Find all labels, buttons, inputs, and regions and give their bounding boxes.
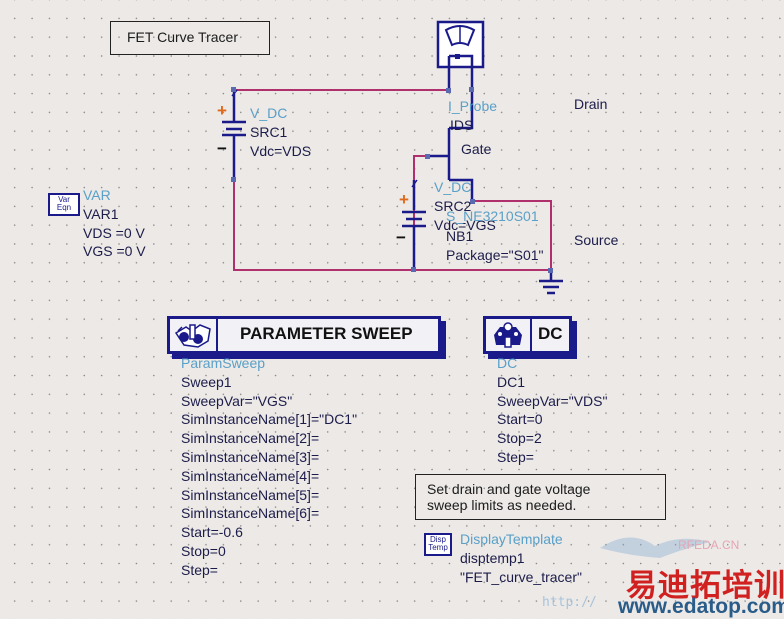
- src1-plus: +: [217, 101, 227, 120]
- dc-sim-line: DC1: [497, 373, 526, 390]
- pin-label-source: Source: [574, 232, 619, 248]
- transistor-model: S_NE3210S01: [446, 208, 539, 224]
- param-sweep-title: PARAMETER SWEEP: [240, 324, 413, 343]
- dc-sim-type: DC: [497, 355, 518, 371]
- dc-icon: [486, 319, 532, 351]
- src2-minus: −: [396, 228, 406, 247]
- transistor-symbol: [427, 128, 474, 201]
- dc-sim-header[interactable]: DC: [483, 316, 572, 354]
- param-sweep-line: Sweep1: [181, 373, 232, 390]
- sweep-icon: [170, 319, 218, 351]
- dc-sim-line: Start=0: [497, 411, 543, 428]
- src1-name: SRC1: [250, 123, 288, 140]
- transistor-param: Package="S01": [446, 247, 544, 263]
- param-sweep-line: SimInstanceName[5]=: [181, 486, 320, 503]
- wire-src1-bottom-to-ground: [233, 180, 551, 271]
- var-type: VAR: [83, 187, 111, 203]
- display-template-value: "FET_curve_tracer": [460, 568, 582, 585]
- param-sweep-line: SimInstanceName[3]=: [181, 448, 320, 465]
- dc-sim-line: Step=: [497, 448, 534, 465]
- probe-type: I_Probe: [448, 98, 498, 114]
- param-sweep-line: Step=: [181, 561, 218, 578]
- display-template-type: DisplayTemplate: [460, 531, 563, 547]
- disp-temp-icon[interactable]: Disp Temp: [424, 533, 452, 556]
- src2-param: Vdc=VGS: [434, 216, 496, 233]
- param-sweep-props[interactable]: ParamSweep Sweep1 SweepVar="VGS" SimInst…: [181, 354, 357, 580]
- var-line-vgs: VGS =0 V: [83, 243, 146, 260]
- param-sweep-header[interactable]: PARAMETER SWEEP: [167, 316, 441, 354]
- ground-symbol: [539, 270, 563, 295]
- dc-sim-line: SweepVar="VDS": [497, 392, 608, 409]
- probe-name[interactable]: IDS: [450, 117, 474, 133]
- var-eqn-icon[interactable]: Var Eqn: [48, 193, 80, 216]
- transistor-name[interactable]: NB1: [446, 228, 474, 244]
- pin-label-gate: Gate: [461, 141, 492, 157]
- param-sweep-line: Stop=0: [181, 542, 226, 559]
- note-line-1: Set drain and gate voltage: [427, 481, 591, 497]
- note-box[interactable]: Set drain and gate voltage sweep limits …: [415, 474, 666, 520]
- param-sweep-line: Start=-0.6: [181, 524, 243, 541]
- src2-name: SRC2: [434, 197, 472, 214]
- dc-sim-title: DC: [538, 324, 563, 343]
- display-template-label[interactable]: DisplayTemplate disptemp1 "FET_curve_tra…: [460, 530, 582, 586]
- param-sweep-line: SimInstanceName[4]=: [181, 467, 320, 484]
- title-box[interactable]: FET Curve Tracer: [110, 21, 270, 55]
- param-sweep-line: SimInstanceName[6]=: [181, 505, 320, 522]
- pin-label-drain: Drain: [574, 96, 608, 112]
- src1-symbol: [222, 89, 246, 180]
- src2-plus: +: [399, 190, 409, 209]
- param-sweep-line: SweepVar="VGS": [181, 392, 293, 409]
- src1-type: V_DC: [250, 105, 288, 121]
- dc-sim-props[interactable]: DC DC1 SweepVar="VDS" Start=0 Stop=2 Ste…: [497, 354, 607, 467]
- src2-label[interactable]: V_DC SRC2 Vdc=VGS: [434, 178, 496, 234]
- title-text: FET Curve Tracer: [127, 29, 238, 45]
- src2-type: V_DC: [434, 179, 472, 195]
- src1-minus: −: [217, 139, 227, 158]
- var-block-label[interactable]: VAR VAR1 VDS =0 V VGS =0 V: [83, 186, 146, 261]
- param-sweep-line: SimInstanceName[2]=: [181, 430, 320, 447]
- note-line-2: sweep limits as needed.: [427, 497, 577, 513]
- dc-sim-line: Stop=2: [497, 430, 542, 447]
- param-sweep-line: SimInstanceName[1]="DC1": [181, 411, 358, 428]
- param-sweep-type: ParamSweep: [181, 355, 266, 371]
- var-name: VAR1: [83, 205, 119, 222]
- src2-symbol: [402, 179, 426, 269]
- src1-param: Vdc=VDS: [250, 142, 312, 159]
- display-template-name: disptemp1: [460, 549, 525, 566]
- src1-label[interactable]: V_DC SRC1 Vdc=VDS: [250, 104, 311, 160]
- var-line-vds: VDS =0 V: [83, 224, 145, 241]
- wire-source: [472, 200, 552, 270]
